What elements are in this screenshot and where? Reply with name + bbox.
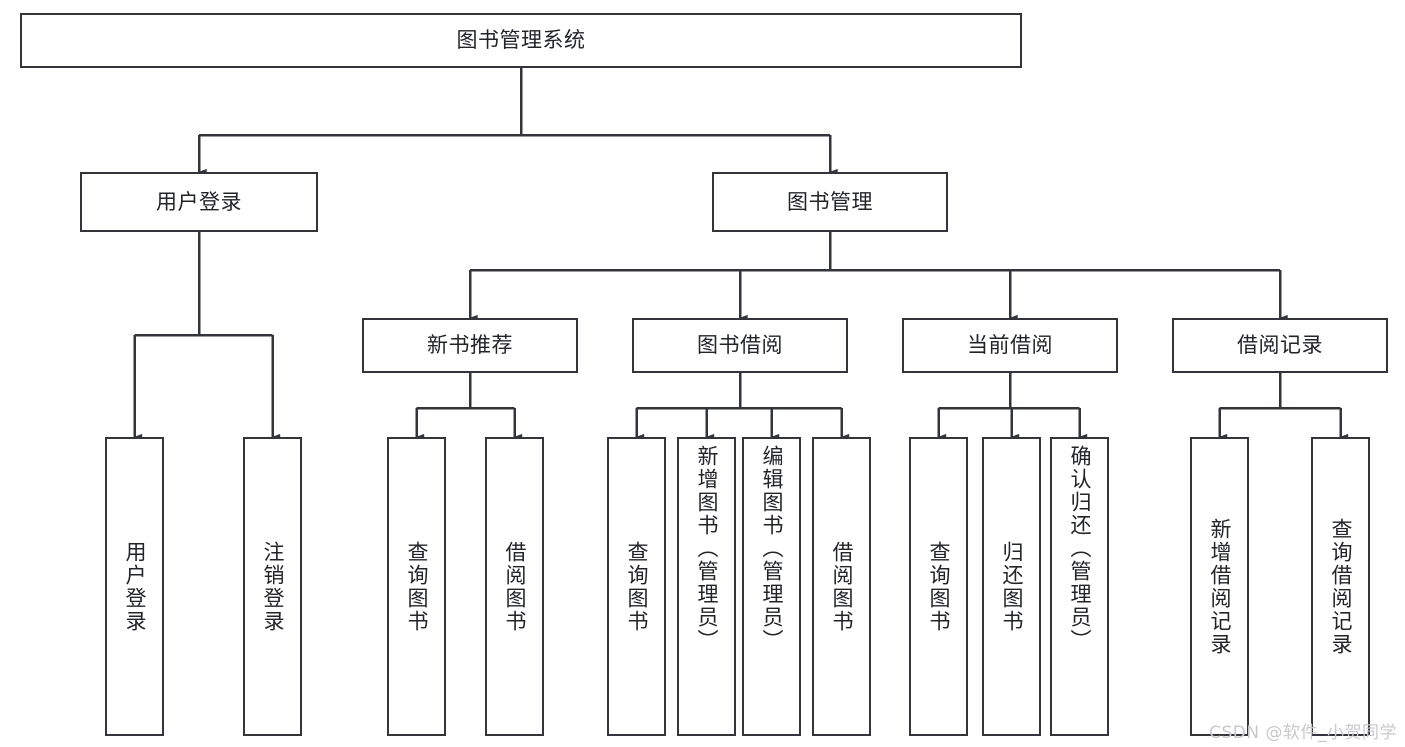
node-l-cu-return[interactable]: 归还图书 xyxy=(982,437,1041,736)
node-records[interactable]: 借阅记录 xyxy=(1172,318,1388,373)
node-l-nb-borrow[interactable]: 借阅图书 xyxy=(485,437,544,736)
node-label: 注销登录 xyxy=(261,540,285,633)
node-login[interactable]: 用户登录 xyxy=(80,172,318,232)
node-label: 查询借阅记录 xyxy=(1329,517,1353,656)
node-label: 图书管理系统 xyxy=(456,28,586,53)
node-newbook[interactable]: 新书推荐 xyxy=(362,318,578,373)
node-bookmgmt[interactable]: 图书管理 xyxy=(712,172,948,232)
node-label: 借阅图书 xyxy=(503,540,527,633)
node-label: 新增借阅记录 xyxy=(1208,517,1232,656)
node-l-nb-query[interactable]: 查询图书 xyxy=(387,437,446,736)
node-label: 借阅图书 xyxy=(830,540,854,633)
node-label: 确认归还（管理员） xyxy=(1068,445,1092,652)
node-l-re-query[interactable]: 查询借阅记录 xyxy=(1311,437,1370,736)
node-l-login[interactable]: 用户登录 xyxy=(105,437,164,736)
node-label: 当前借阅 xyxy=(967,333,1053,358)
node-label: 归还图书 xyxy=(1000,540,1024,633)
node-l-bo-add[interactable]: 新增图书（管理员） xyxy=(677,437,736,736)
node-label: 查询图书 xyxy=(405,540,429,633)
node-label: 查询图书 xyxy=(927,540,951,633)
node-l-bo-edit[interactable]: 编辑图书（管理员） xyxy=(742,437,801,736)
node-label: 借阅记录 xyxy=(1237,333,1323,358)
node-label: 新书推荐 xyxy=(427,333,513,358)
node-l-re-add[interactable]: 新增借阅记录 xyxy=(1190,437,1249,736)
node-label: 查询图书 xyxy=(625,540,649,633)
node-label: 图书管理 xyxy=(787,189,873,214)
node-l-bo-lend[interactable]: 借阅图书 xyxy=(812,437,871,736)
node-label: 编辑图书（管理员） xyxy=(760,445,784,652)
node-l-cu-conf[interactable]: 确认归还（管理员） xyxy=(1050,437,1109,736)
node-label: 用户登录 xyxy=(123,540,147,633)
node-current[interactable]: 当前借阅 xyxy=(902,318,1118,373)
csdn-watermark: CSDN @软件_小贺同学 xyxy=(1209,723,1397,743)
node-label: 用户登录 xyxy=(156,189,242,214)
node-borrow[interactable]: 图书借阅 xyxy=(632,318,848,373)
node-root[interactable]: 图书管理系统 xyxy=(20,13,1022,68)
node-l-bo-query[interactable]: 查询图书 xyxy=(607,437,666,736)
node-l-cu-query[interactable]: 查询图书 xyxy=(909,437,968,736)
node-label: 图书借阅 xyxy=(697,333,783,358)
node-l-logout[interactable]: 注销登录 xyxy=(243,437,302,736)
node-label: 新增图书（管理员） xyxy=(695,445,719,652)
